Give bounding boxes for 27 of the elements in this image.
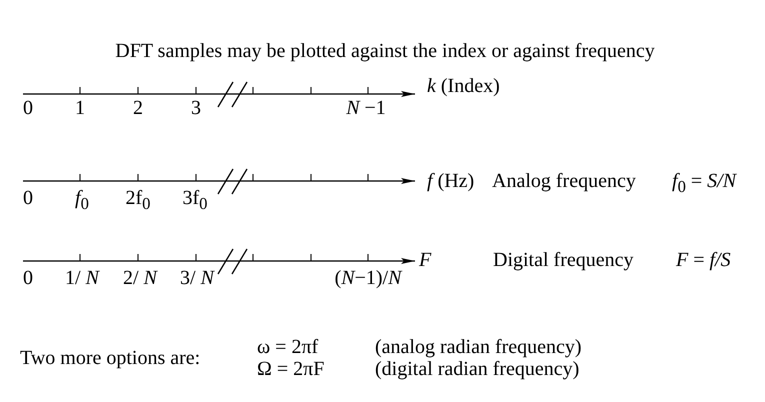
axis-description: Analog frequency: [492, 170, 636, 192]
tick-label: f$_{0}$: [75, 187, 89, 215]
formula: f$_{0}$ = S/N: [672, 170, 736, 198]
tick-label: 3/ N: [180, 267, 214, 289]
tick-label: 0: [23, 267, 33, 289]
formula: F = f/S: [676, 249, 731, 271]
tick-label: 0: [23, 187, 33, 209]
axis-label: k (Index): [427, 75, 500, 97]
note-text: Two more options are:: [20, 347, 200, 369]
tick-label: (N−1)/N: [334, 267, 402, 289]
axis-label: F: [419, 249, 432, 271]
tick-label: 2/ N: [123, 267, 157, 289]
tick-label: N −1: [346, 97, 386, 119]
tick-label: 1/ N: [65, 267, 99, 289]
tick-label: 0: [23, 97, 33, 119]
tick-label: 3: [191, 97, 201, 119]
tick-label: 3f$_{0}$: [182, 187, 208, 215]
formula-description: (analog radian frequency): [375, 336, 582, 358]
formula: Ω = 2πF: [257, 358, 324, 380]
axis-label: f (Hz): [427, 170, 474, 192]
tick-label: 2: [133, 97, 143, 119]
formula: ω = 2πf: [257, 336, 318, 358]
title: DFT samples may be plotted against the index or against frequency: [115, 40, 655, 62]
formula-description: (digital radian frequency): [375, 358, 580, 380]
axis-description: Digital frequency: [493, 249, 634, 271]
tick-label: 1: [75, 97, 85, 119]
tick-label: 2f$_{0}$: [126, 187, 150, 215]
